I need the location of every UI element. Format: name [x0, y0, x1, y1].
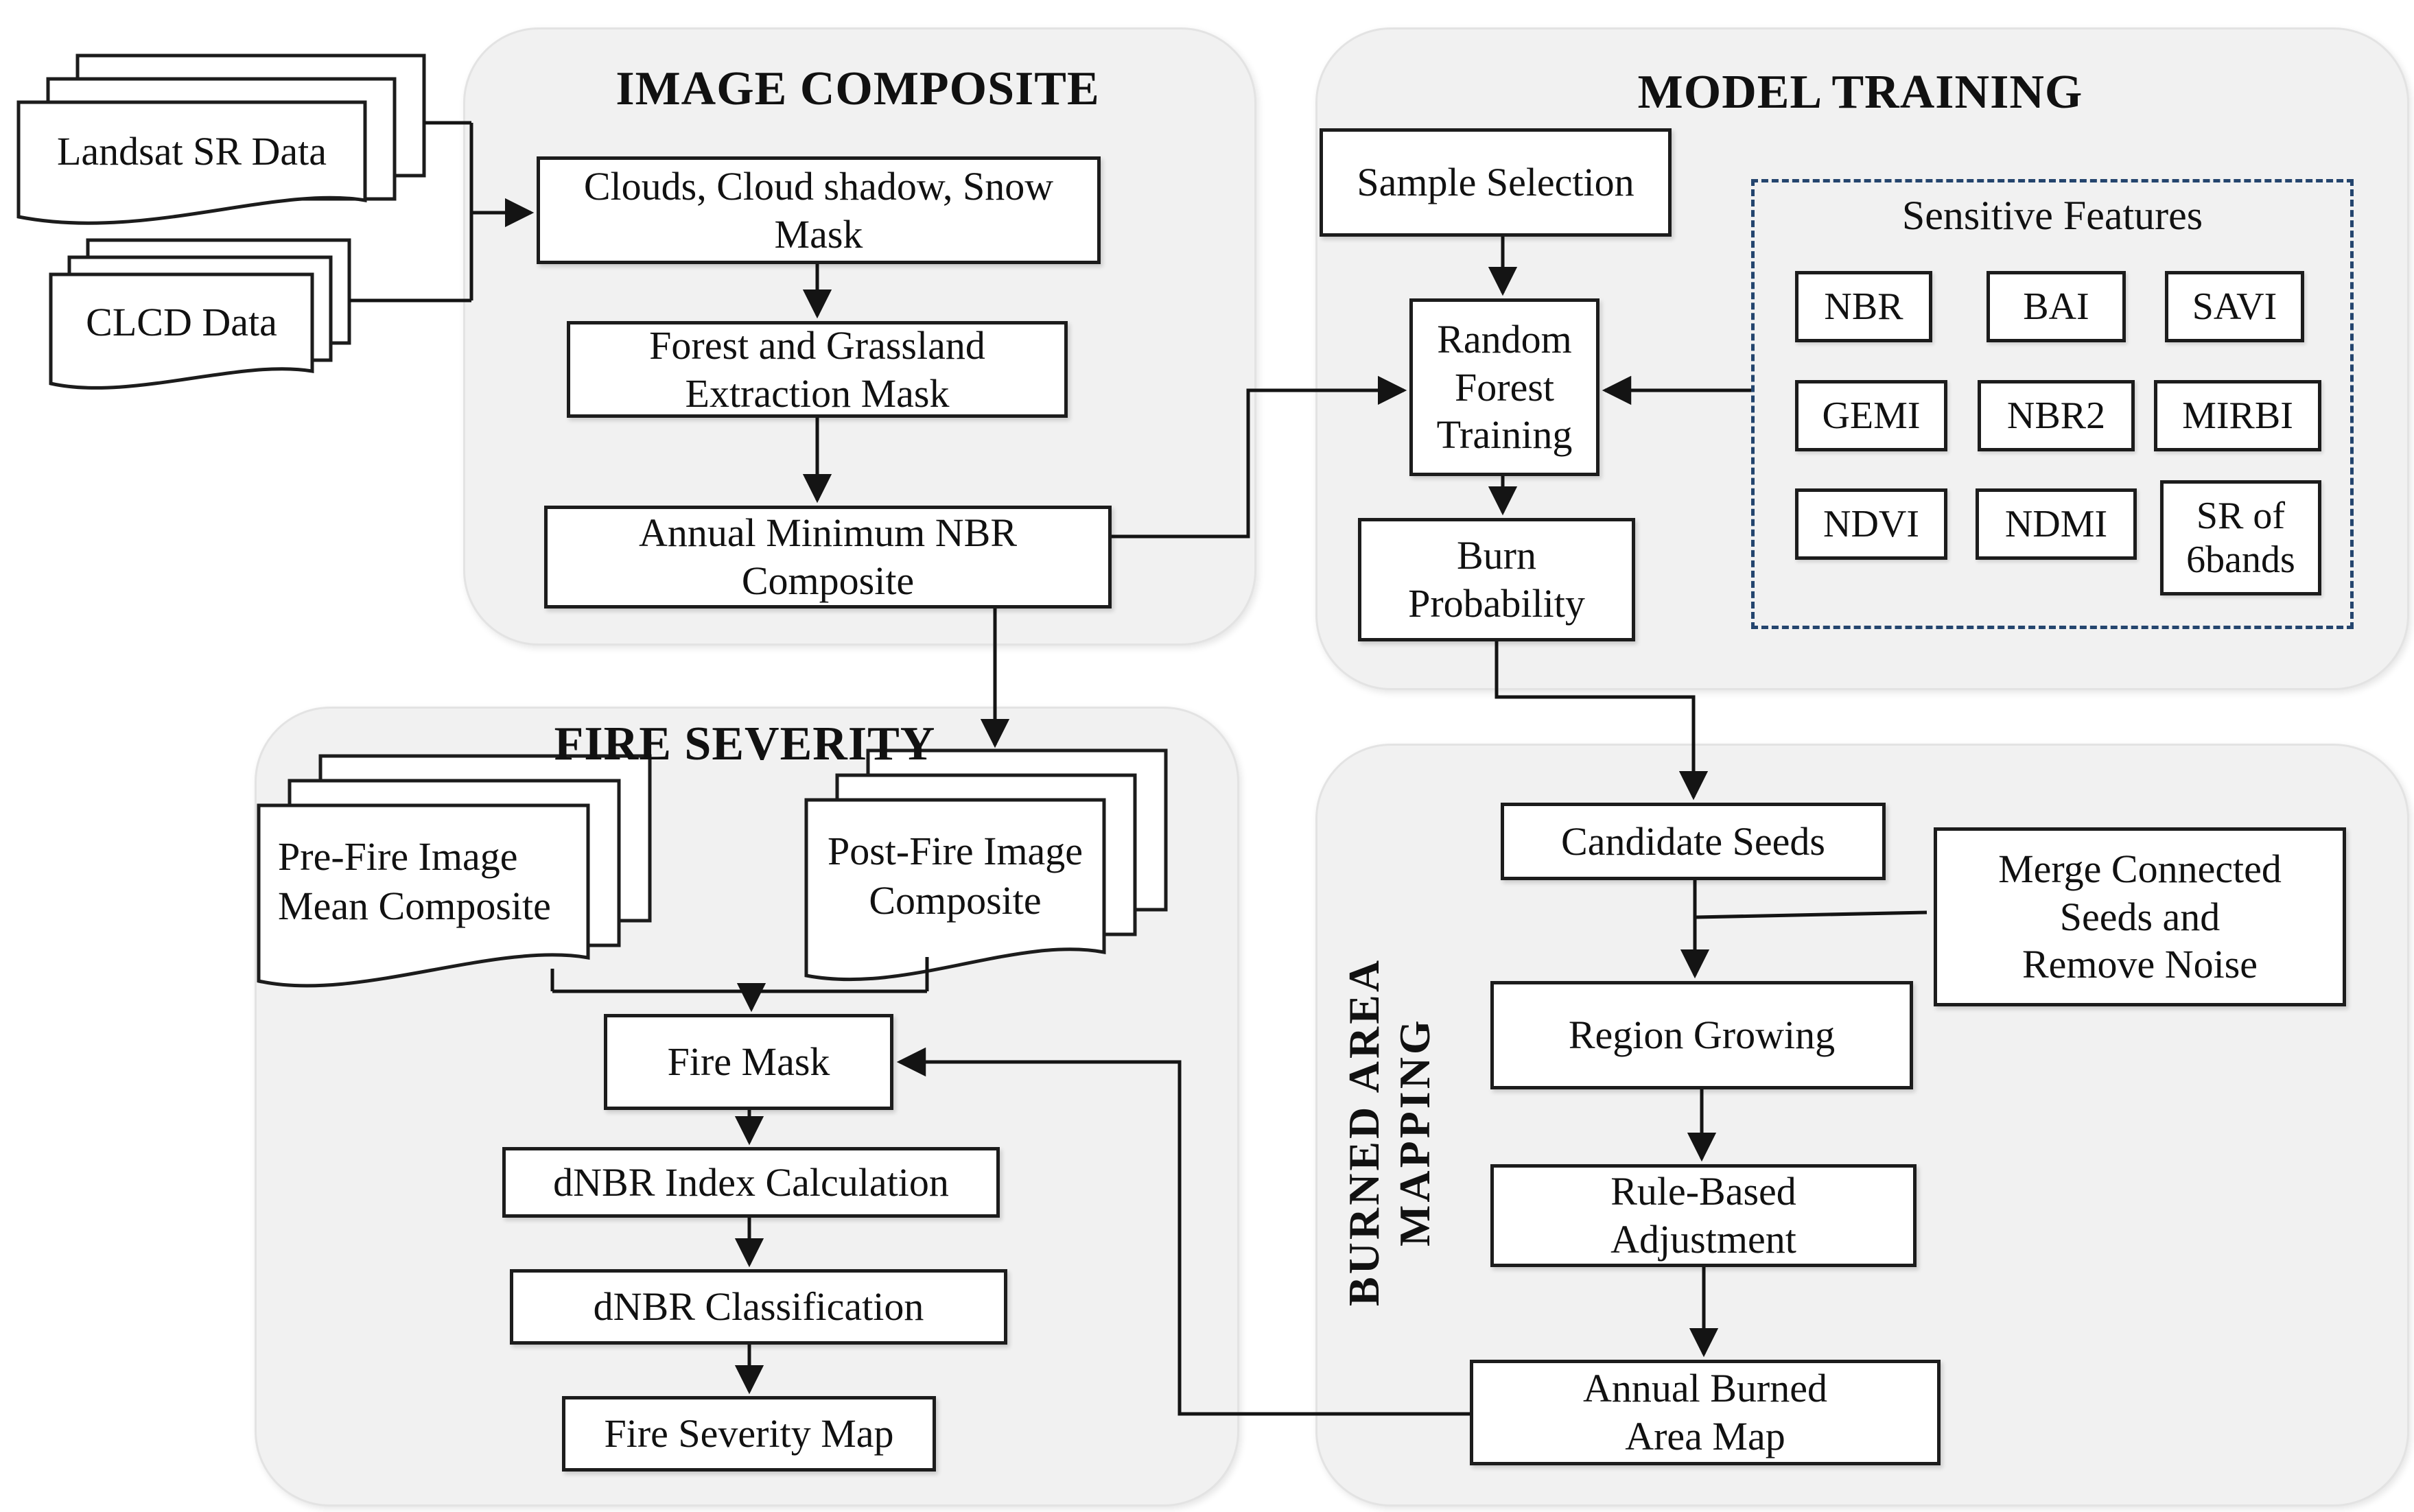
- image-composite-title: IMAGE COMPOSITE: [616, 62, 1100, 115]
- feature-ndvi: NDVI: [1795, 488, 1947, 560]
- dnbr-index-node: dNBR Index Calculation: [502, 1147, 1000, 1218]
- sensitive-features-panel: [1751, 179, 2354, 629]
- burn-probability-node: Burn Probability: [1358, 518, 1635, 641]
- post-fire-doc-stack: [804, 748, 1168, 982]
- feature-sr6bands: SR of 6bands: [2160, 480, 2321, 595]
- feature-nbr2: NBR2: [1978, 380, 2135, 451]
- feature-nbr: NBR: [1795, 271, 1932, 342]
- feature-savi: SAVI: [2165, 271, 2304, 342]
- candidate-seeds-node: Candidate Seeds: [1501, 803, 1886, 880]
- clcd-data-label: CLCD Data: [86, 299, 277, 344]
- burned-area-mapping-title: BURNED AREA MAPPING: [1339, 957, 1439, 1307]
- sample-selection-node: Sample Selection: [1320, 128, 1672, 237]
- feature-bai: BAI: [1987, 271, 2126, 342]
- feature-ndmi: NDMI: [1976, 488, 2137, 560]
- annual-burned-map-node: Annual Burned Area Map: [1470, 1360, 1941, 1465]
- sensitive-features-title: Sensitive Features: [1901, 193, 2203, 238]
- forest-mask-node: Forest and Grassland Extraction Mask: [567, 321, 1068, 418]
- pre-fire-label: Pre-Fire Image Mean Composite: [278, 834, 551, 929]
- annual-nbr-node: Annual Minimum NBR Composite: [544, 506, 1112, 609]
- annualmap-to-firemask-arrow: [896, 1047, 1470, 1416]
- clouds-mask-node: Clouds, Cloud shadow, Snow Mask: [537, 156, 1101, 264]
- annual-to-rft-arrow: [1112, 375, 1407, 539]
- random-forest-node: Random Forest Training: [1409, 298, 1599, 476]
- rule-adjustment-node: Rule-Based Adjustment: [1490, 1164, 1917, 1267]
- region-growing-node: Region Growing: [1490, 981, 1913, 1089]
- feature-gemi: GEMI: [1795, 380, 1947, 451]
- clcd-doc-stack: [49, 238, 351, 390]
- feature-mirbi: MIRBI: [2154, 380, 2321, 451]
- pre-fire-doc-stack: [257, 754, 652, 988]
- merge-connector: [1696, 910, 1927, 919]
- fire-mask-node: Fire Mask: [604, 1014, 893, 1110]
- post-fire-label: Post-Fire Image Composite: [827, 828, 1083, 923]
- burn-to-candidate-arrow: [1495, 641, 1709, 801]
- severity-map-node: Fire Severity Map: [562, 1396, 936, 1472]
- landsat-doc-stack: [16, 54, 426, 225]
- model-training-title: MODEL TRAINING: [1637, 66, 2083, 119]
- dnbr-class-node: dNBR Classification: [510, 1269, 1007, 1345]
- merge-seeds-node: Merge Connected Seeds and Remove Noise: [1934, 827, 2346, 1006]
- landsat-data-label: Landsat SR Data: [56, 129, 327, 174]
- fire-severity-title: FIRE SEVERITY: [554, 718, 936, 770]
